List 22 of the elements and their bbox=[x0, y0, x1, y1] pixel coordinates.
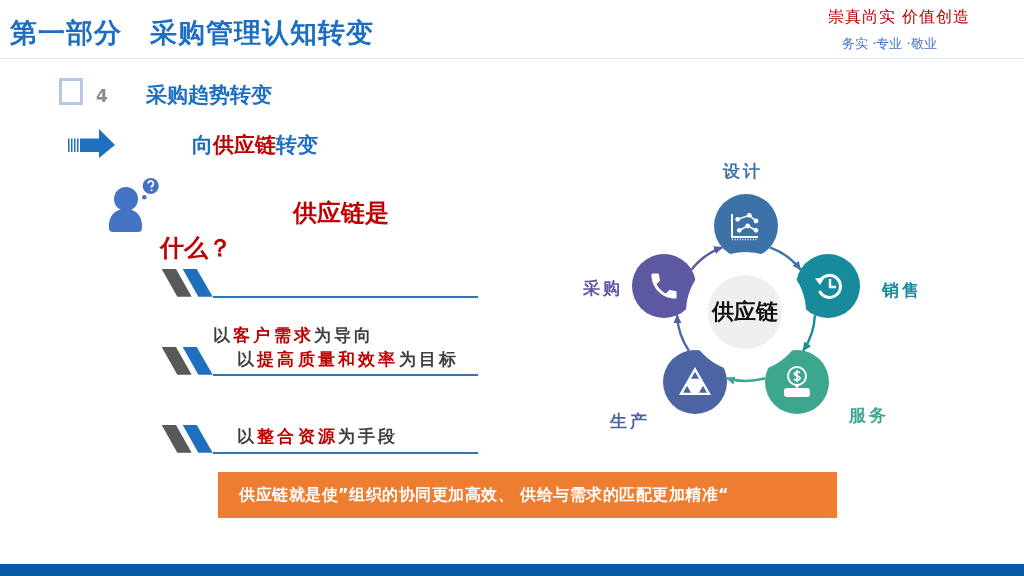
quote-banner: 供应链就是使”组织的协同更加高效、 供给与需求的匹配更加精准“ bbox=[218, 472, 837, 518]
arrow bbox=[725, 376, 766, 385]
bullet-text: 以提高质量和效率为目标 bbox=[237, 351, 460, 368]
bullet-text: 以整合资源为手段 bbox=[237, 428, 399, 445]
node-label: 服务 bbox=[848, 406, 889, 424]
node-label: 采购 bbox=[582, 279, 623, 297]
subheading: 向供应链转变 bbox=[192, 135, 318, 156]
node-label: 生产 bbox=[609, 412, 650, 430]
arrow bbox=[673, 314, 690, 352]
section-heading: 采购趋势转变 bbox=[146, 85, 272, 106]
slogan-text: 崇真尚实 价值创造 bbox=[828, 9, 971, 25]
node-label: 设计 bbox=[722, 162, 763, 180]
question-text: 供应链是什么？ bbox=[160, 198, 390, 264]
page-title: 第一部分 采购管理认知转变 bbox=[10, 19, 374, 46]
node-label: 销售 bbox=[881, 281, 922, 299]
bullet-text: 以客户需求为导向 bbox=[213, 327, 375, 344]
motto-text: 务实 ·专业 ·敬业 bbox=[842, 37, 937, 50]
section-number: 4 bbox=[96, 88, 108, 105]
arrow bbox=[690, 246, 723, 271]
arrow bbox=[769, 246, 802, 271]
arrow bbox=[802, 315, 817, 352]
center-circle: 供应链 bbox=[708, 275, 782, 349]
